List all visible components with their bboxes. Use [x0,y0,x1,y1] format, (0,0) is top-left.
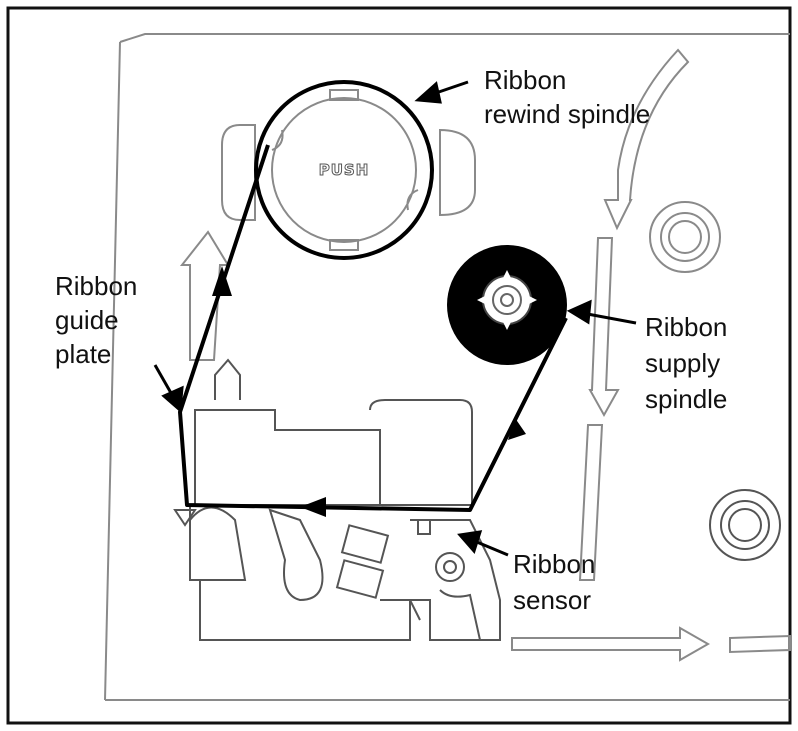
label-guide-line3: plate [55,339,112,369]
ribbon-direction-arrows [212,266,526,517]
label-guide-line1: Ribbon [55,271,138,301]
ribbon-rewind-spindle [254,80,434,260]
supply-spindle-hub [482,275,532,325]
ribbon-path [178,144,568,512]
paper-path-arrows [179,48,791,662]
label-supply-line1: Ribbon [645,312,728,342]
label-sensor-line1: Ribbon [513,549,596,579]
push-text: PUSH [319,161,370,179]
rewind-spindle-inner [271,97,417,243]
label-supply-line2: supply [645,348,721,378]
print-mechanism [173,358,501,641]
callout-arrows [153,80,637,557]
diagram-border [6,6,792,725]
label-rewind-line1: Ribbon [484,65,567,95]
printer-body-outline [104,33,790,701]
label-sensor-line2: sensor [513,585,592,615]
label-supply-line3: spindle [645,384,728,414]
right-rollers [649,201,781,561]
rewind-spindle-plate [221,124,476,221]
label-rewind-line2: rewind spindle [484,99,651,129]
label-guide-line2: guide [55,305,119,335]
